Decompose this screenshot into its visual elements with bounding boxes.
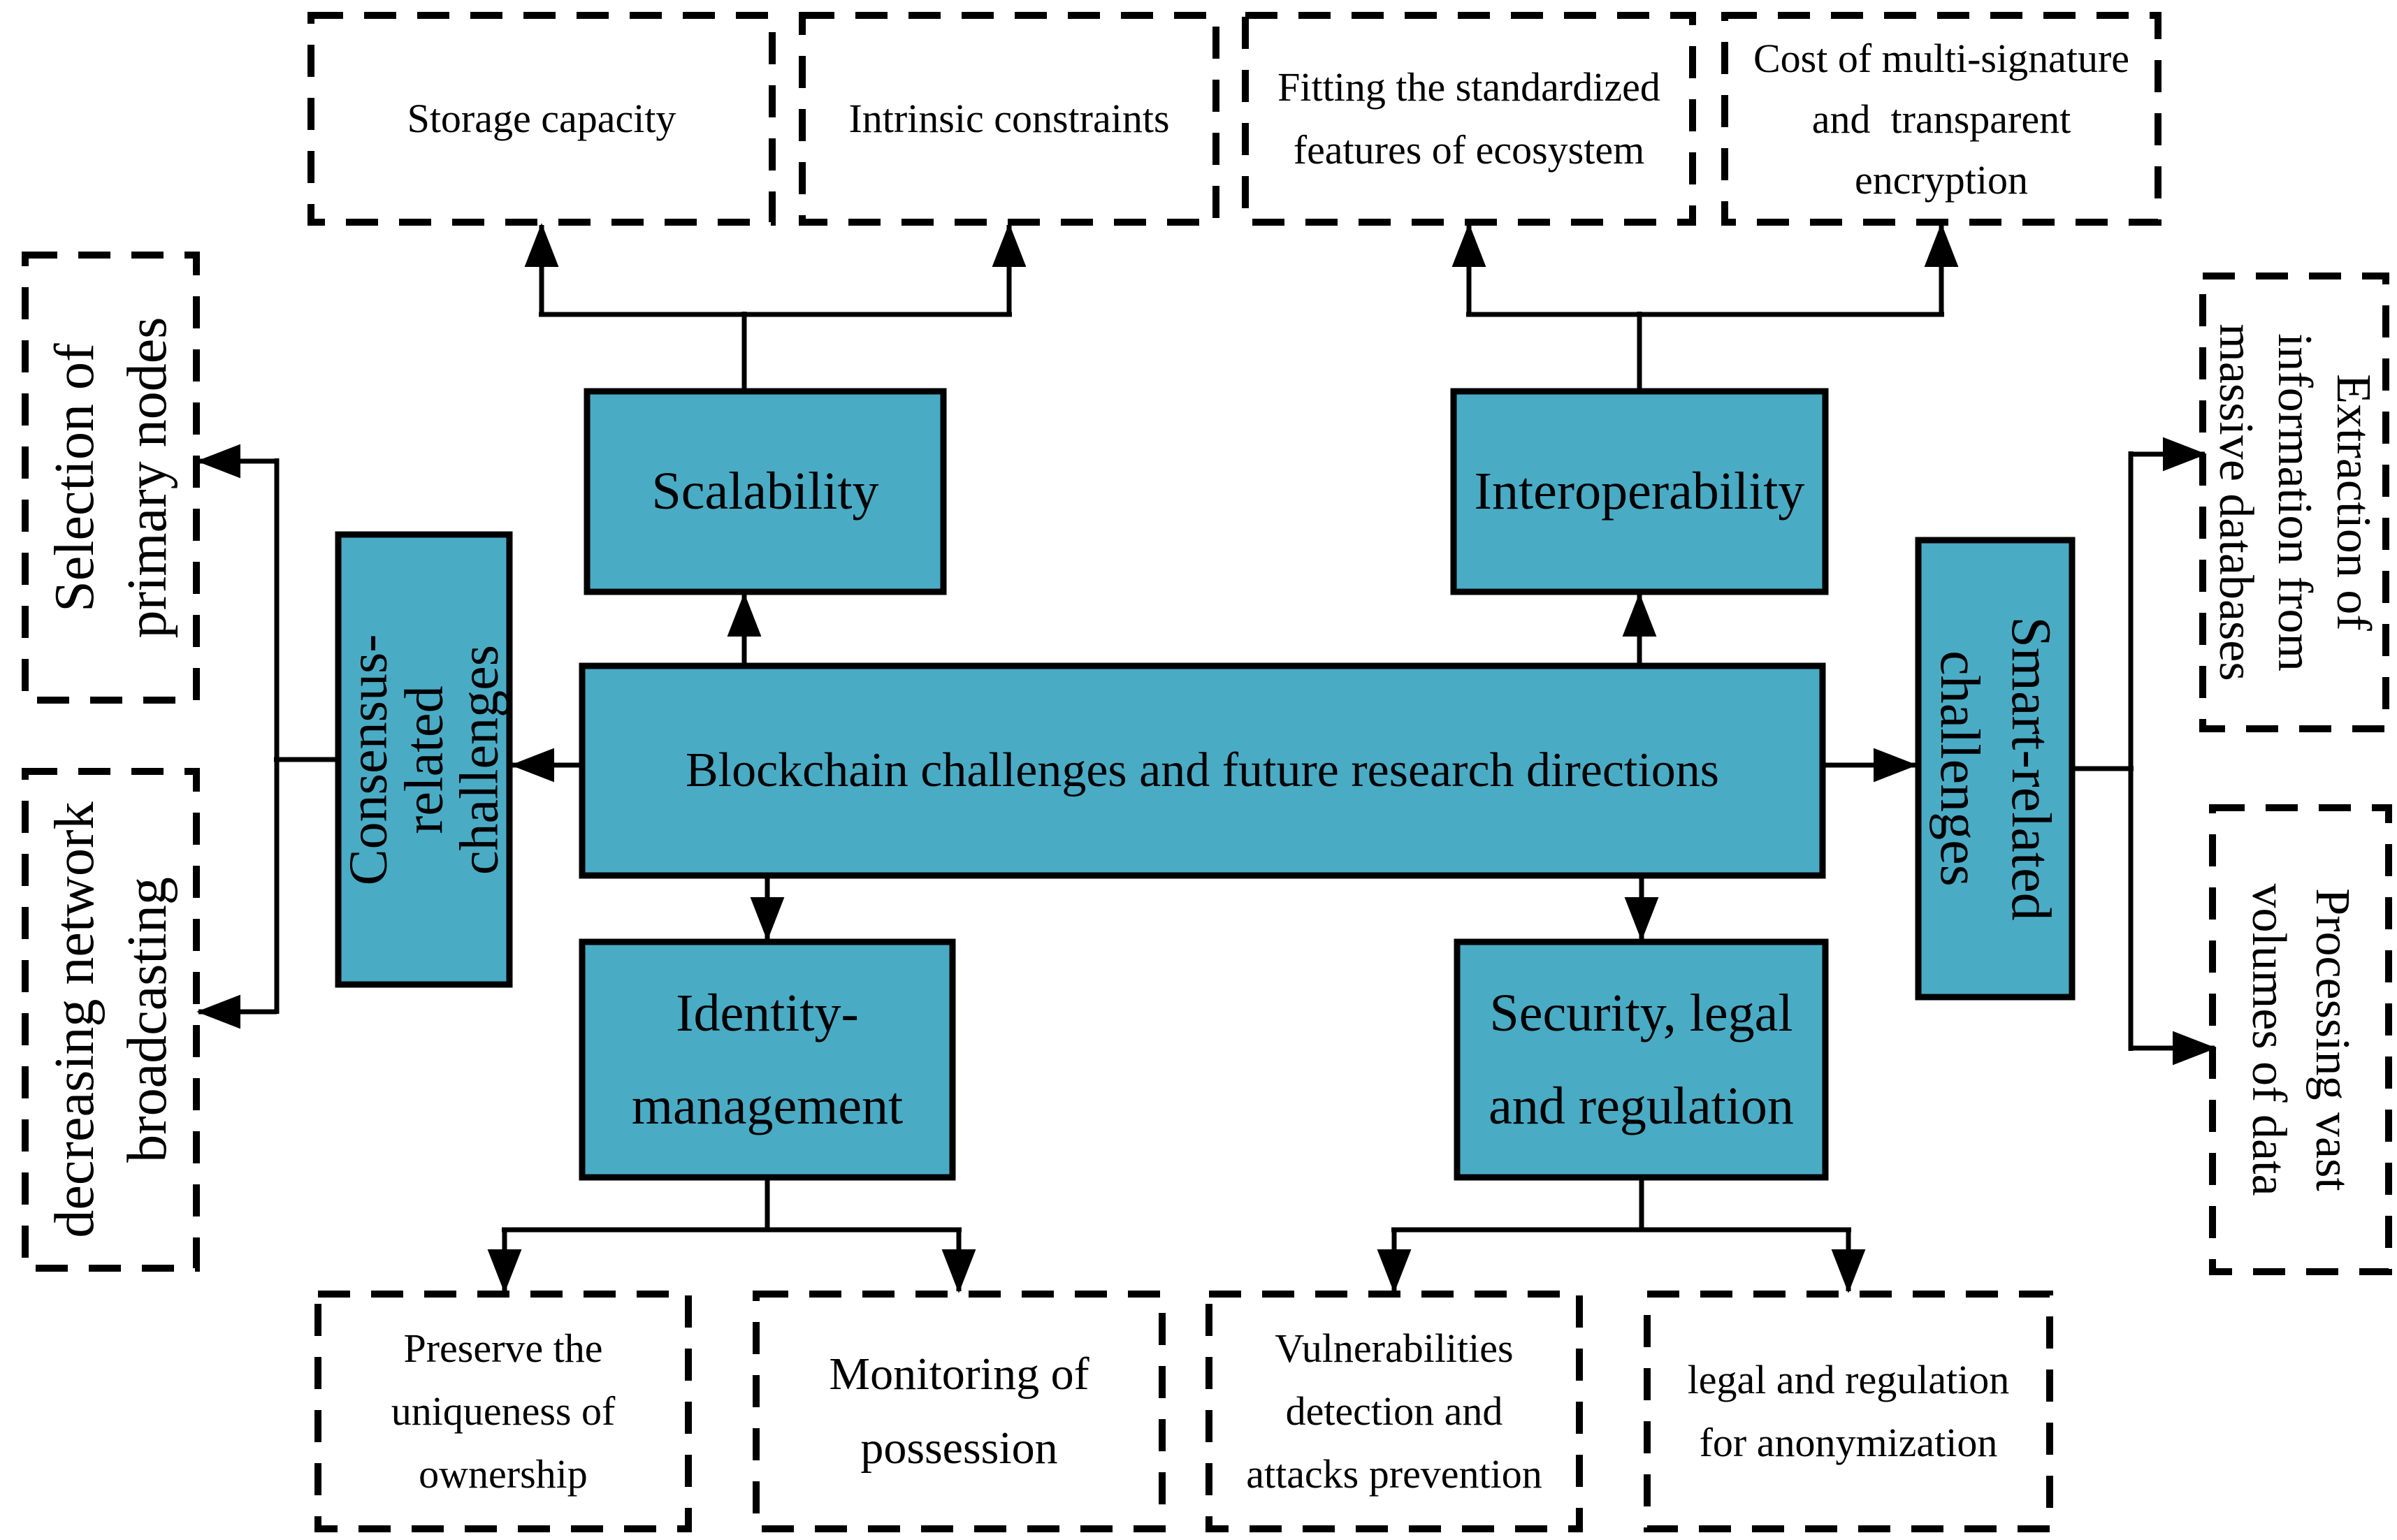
connectors	[196, 223, 2217, 1293]
fitting-ecosystem-box	[1242, 12, 1696, 226]
vulnerabilities-box	[1205, 1291, 1583, 1532]
processing-volumes-label: Processing vast volumes of data	[2242, 883, 2359, 1196]
scalability-label: Scalability	[651, 461, 879, 521]
preserve-ownership-box	[314, 1291, 692, 1532]
security-legal-label: Security, legal and regulation	[1489, 983, 1794, 1135]
selection-nodes-box	[22, 252, 200, 704]
decreasing-broadcast-box	[22, 768, 200, 1272]
intrinsic-constraints-box	[799, 12, 1219, 226]
decreasing-broadcast-label: decreasing network broadcasting	[43, 801, 178, 1238]
dashed-boxes	[22, 12, 2392, 1532]
smart-box	[1915, 537, 2076, 1001]
security-box	[1454, 938, 1829, 1181]
interoperability-label: Interoperability	[1474, 461, 1805, 521]
smart-challenges-label: Smart-related challenges	[1929, 616, 2062, 921]
extraction-databases-label: Extraction of information from massive d…	[2209, 324, 2380, 681]
center-title-label: Blockchain challenges and future researc…	[685, 743, 1720, 797]
vulnerabilities-label: Vulnerabilities detection and attacks pr…	[1246, 1325, 1542, 1497]
solid-boxes	[335, 388, 2076, 1181]
consensus-box	[335, 531, 513, 988]
cost-encryption-box	[1721, 12, 2161, 226]
preserve-ownership-label: Preserve the uniqueness of ownership	[391, 1325, 616, 1497]
identity-management-label: Identity- management	[631, 983, 904, 1135]
cost-encryption-label: Cost of multi-signature and transparent …	[1753, 35, 2130, 203]
monitoring-possession-label: Monitoring of possession	[829, 1349, 1089, 1474]
scalability-box	[584, 388, 947, 595]
storage-capacity-label: Storage capacity	[407, 96, 676, 142]
legal-anonymization-label: legal and regulation for anonymization	[1687, 1357, 2010, 1465]
intrinsic-constraints-label: Intrinsic constraints	[848, 96, 1170, 142]
center-box	[579, 662, 1826, 879]
consensus-challenges-label: Consensus- related challenges	[337, 634, 509, 886]
fitting-ecosystem-label: Fitting the standardized features of eco…	[1277, 64, 1660, 173]
selection-nodes-label: Selection of primary nodes	[43, 317, 178, 639]
identity-box	[579, 938, 956, 1181]
storage-capacity-box	[307, 12, 776, 226]
interoperability-box	[1450, 388, 1829, 595]
